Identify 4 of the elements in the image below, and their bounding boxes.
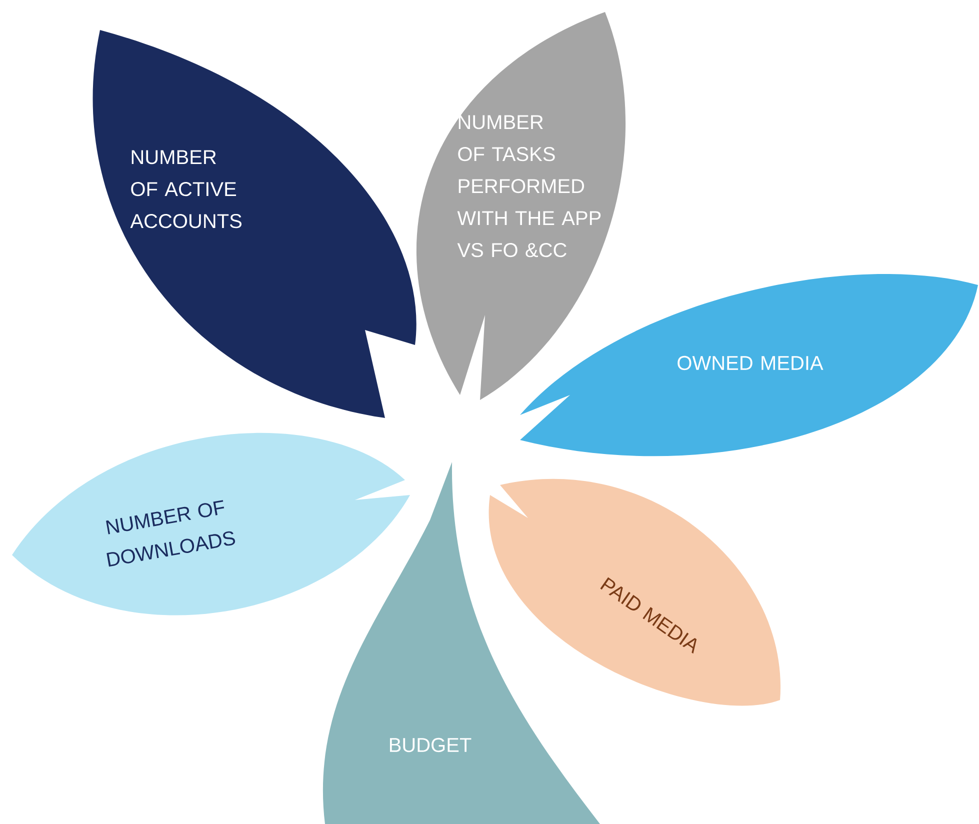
petal: NUMBER OF ACTIVE ACCOUNTS <box>93 30 416 418</box>
petal: OWNED MEDIA <box>520 274 978 456</box>
petal: NUMBER OF TASKS PERFORMED WITH THE APP VS FO &CC <box>416 12 626 400</box>
petal: BUDGET <box>322 462 600 824</box>
